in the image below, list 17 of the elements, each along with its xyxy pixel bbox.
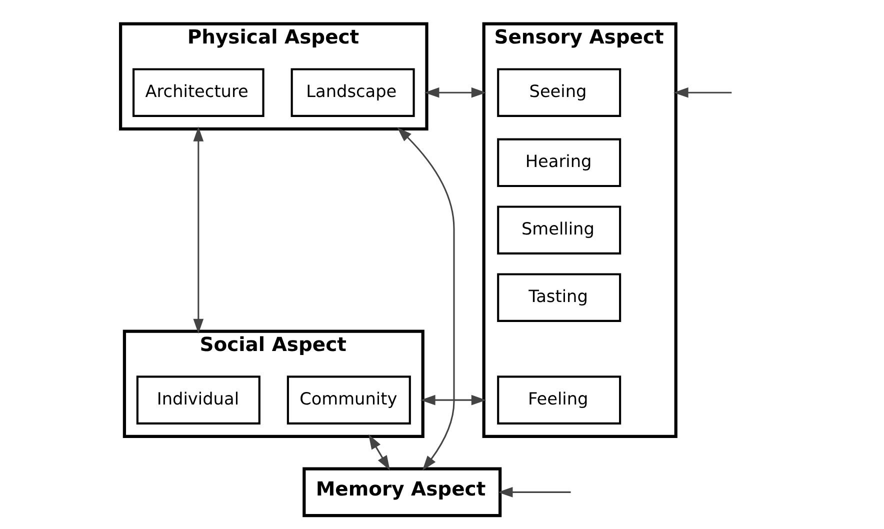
node-box: Memory Aspect xyxy=(302,467,502,518)
node-box: Tasting xyxy=(497,273,622,322)
arrow xyxy=(498,487,571,498)
node-box: Community xyxy=(286,376,411,424)
node-box: Seeing xyxy=(497,68,622,117)
node-box: Landscape xyxy=(290,68,415,117)
arrow xyxy=(397,127,455,470)
node-box: Architecture xyxy=(132,68,264,117)
arrow xyxy=(193,126,204,334)
arrow xyxy=(674,87,732,98)
node-box: Smelling xyxy=(497,206,622,254)
arrow xyxy=(368,434,390,470)
node-box: Feeling xyxy=(497,376,622,424)
node-box: Individual xyxy=(136,376,260,424)
node-box: Hearing xyxy=(497,138,622,188)
arrow xyxy=(424,87,486,98)
arrow xyxy=(420,394,486,406)
